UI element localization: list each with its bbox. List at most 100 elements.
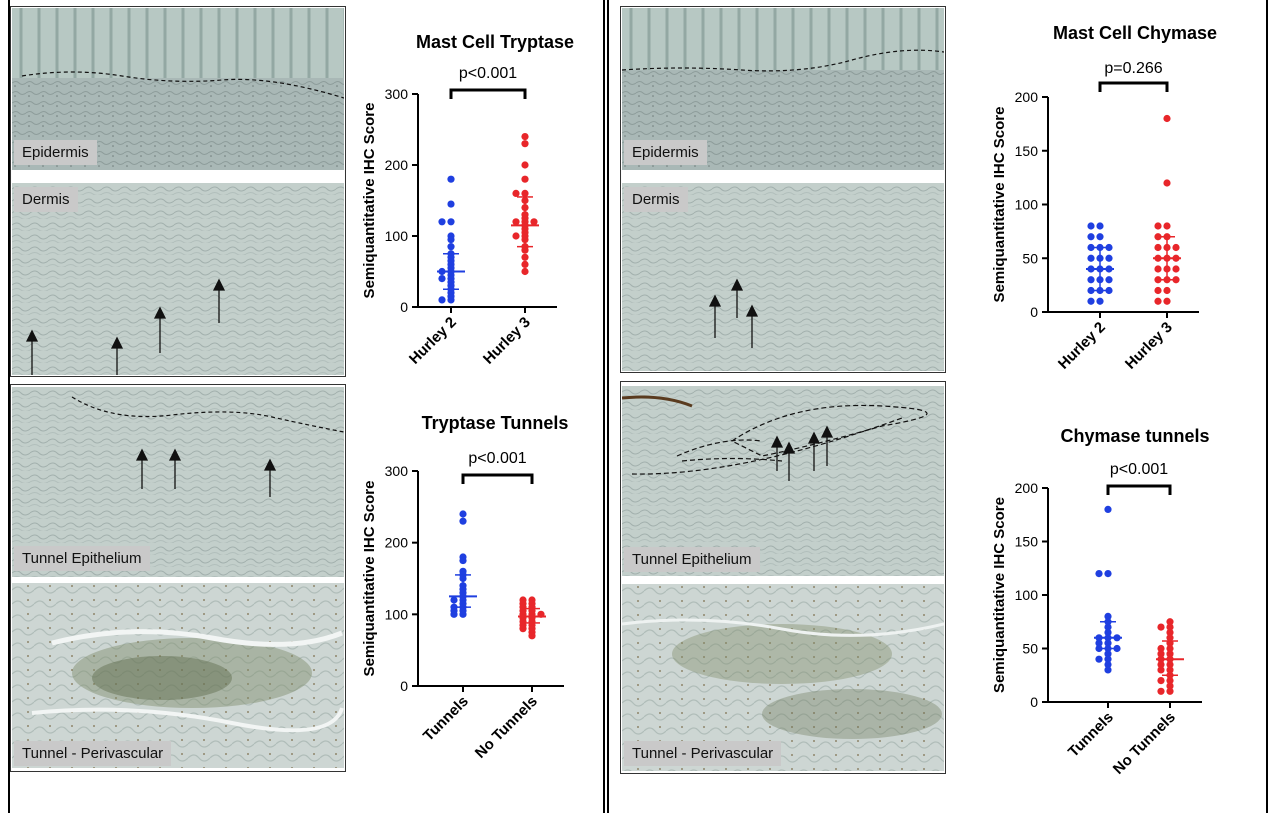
data-point — [1104, 650, 1112, 658]
data-point — [521, 189, 529, 197]
y-tick-label: 100 — [1015, 197, 1039, 213]
data-point — [1166, 687, 1174, 695]
data-point — [459, 610, 467, 618]
data-point — [450, 596, 458, 604]
data-point — [1166, 682, 1174, 690]
y-tick-label: 200 — [1015, 89, 1039, 105]
data-point — [447, 296, 455, 304]
data-point — [1096, 222, 1104, 230]
data-point — [1105, 243, 1113, 252]
y-axis-label: Semiquantitative IHC Score — [991, 497, 1008, 693]
data-point — [521, 260, 529, 268]
data-point — [1105, 254, 1113, 262]
data-point — [1163, 286, 1171, 295]
label-left-epidermis: Epidermis — [14, 140, 97, 165]
significance-bracket — [1106, 484, 1172, 495]
data-point — [1087, 297, 1095, 305]
data-point — [1087, 254, 1095, 262]
data-point — [521, 267, 529, 276]
y-tick-label: 100 — [385, 606, 409, 622]
x-tick-label: Tunnels — [1065, 709, 1117, 761]
right-border — [1266, 0, 1268, 813]
y-tick-label: 50 — [1022, 250, 1038, 266]
y-tick-label: 150 — [1015, 143, 1039, 159]
data-point — [1087, 222, 1095, 230]
data-point — [1154, 297, 1162, 305]
data-point — [1095, 639, 1103, 647]
data-point — [1104, 666, 1112, 674]
micrograph-right-dermis — [622, 183, 944, 371]
center-divider-b — [607, 0, 609, 813]
data-point — [1154, 222, 1162, 230]
data-point — [1087, 233, 1095, 241]
label-left-tunnel-epithelium: Tunnel Epithelium — [14, 546, 150, 571]
p-value-label: p<0.001 — [459, 65, 517, 82]
left-border — [8, 0, 10, 813]
x-tick-label: No Tunnels — [472, 693, 541, 762]
data-point — [1104, 655, 1112, 663]
y-tick-label: 50 — [1022, 641, 1038, 657]
data-point — [1104, 570, 1112, 578]
data-point — [450, 610, 458, 618]
data-point — [521, 175, 529, 183]
data-point — [1166, 618, 1174, 626]
data-point — [447, 235, 455, 244]
y-tick-label: 200 — [1015, 480, 1039, 496]
data-point — [1172, 276, 1180, 284]
label-right-tunnel-epithelium: Tunnel Epithelium — [624, 547, 760, 572]
data-point — [1154, 233, 1162, 241]
data-point — [521, 246, 529, 254]
data-point — [1105, 286, 1113, 295]
data-point — [1172, 243, 1180, 252]
data-point — [1157, 650, 1165, 658]
data-point — [512, 232, 520, 240]
data-point — [438, 218, 446, 226]
micrograph-left-dermis — [12, 183, 344, 375]
data-point — [519, 625, 527, 633]
y-tick-label: 300 — [385, 463, 409, 479]
significance-bracket — [461, 473, 534, 484]
data-point — [530, 218, 538, 226]
data-point — [1157, 687, 1165, 695]
p-value-label: p=0.266 — [1104, 60, 1162, 77]
y-tick-label: 100 — [1015, 587, 1039, 603]
label-left-tunnel-perivascular: Tunnel - Perivascular — [14, 741, 172, 766]
data-point — [459, 510, 467, 518]
data-point — [447, 200, 455, 208]
y-axis-label: Semiquantitative IHC Score — [361, 481, 378, 677]
data-point — [1087, 243, 1095, 252]
data-point — [438, 296, 446, 304]
y-tick-label: 0 — [400, 299, 408, 315]
chart-title: Mast Cell Chymase — [1053, 23, 1217, 43]
data-point — [447, 243, 455, 251]
data-point — [1095, 655, 1103, 663]
significance-bracket — [449, 88, 527, 99]
data-point — [521, 133, 529, 141]
micrograph-left-tunnel-epithelium — [12, 387, 344, 577]
x-tick-label: Hurley 3 — [480, 314, 534, 368]
data-point — [438, 275, 446, 283]
data-point — [1154, 276, 1162, 284]
label-right-epidermis: Epidermis — [624, 140, 707, 165]
data-point — [1166, 634, 1174, 642]
data-point — [512, 218, 520, 226]
data-point — [447, 218, 455, 226]
data-point — [1166, 677, 1174, 685]
data-point — [1163, 222, 1171, 230]
x-tick-label: No Tunnels — [1110, 709, 1179, 778]
data-point — [1087, 286, 1095, 295]
x-tick-label: Hurley 3 — [1122, 319, 1176, 373]
data-point — [528, 632, 536, 640]
data-point — [521, 140, 529, 148]
data-point — [1157, 623, 1165, 631]
significance-bracket — [1098, 81, 1169, 92]
data-point — [1166, 623, 1174, 631]
data-point — [1163, 179, 1171, 187]
y-tick-label: 200 — [385, 535, 409, 551]
data-point — [447, 175, 455, 183]
data-point — [1096, 297, 1104, 305]
data-point — [512, 189, 520, 197]
